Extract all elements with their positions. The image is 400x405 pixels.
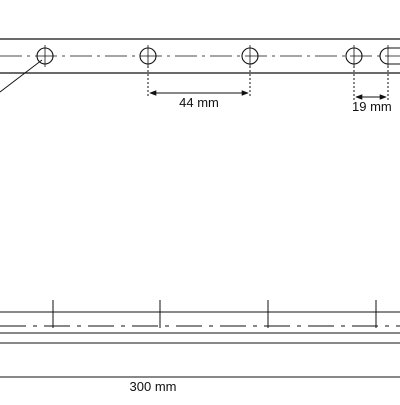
dimension-label-overall-length: 300 mm [130,379,177,394]
dimension-hole-spacing [147,66,251,96]
dimension-end-distance [353,66,389,100]
side-view [0,300,400,344]
mounting-hole-1 [36,45,54,67]
dimension-label-hole-spacing: 44 mm [179,95,219,110]
mounting-hole-3 [241,45,259,67]
slotted-hole [379,45,400,67]
mounting-hole-4 [345,45,363,67]
dimension-label-end-distance: 19 mm [352,99,392,114]
mounting-hole-2 [139,45,157,67]
top-view [0,38,400,93]
leader-line [0,59,43,93]
